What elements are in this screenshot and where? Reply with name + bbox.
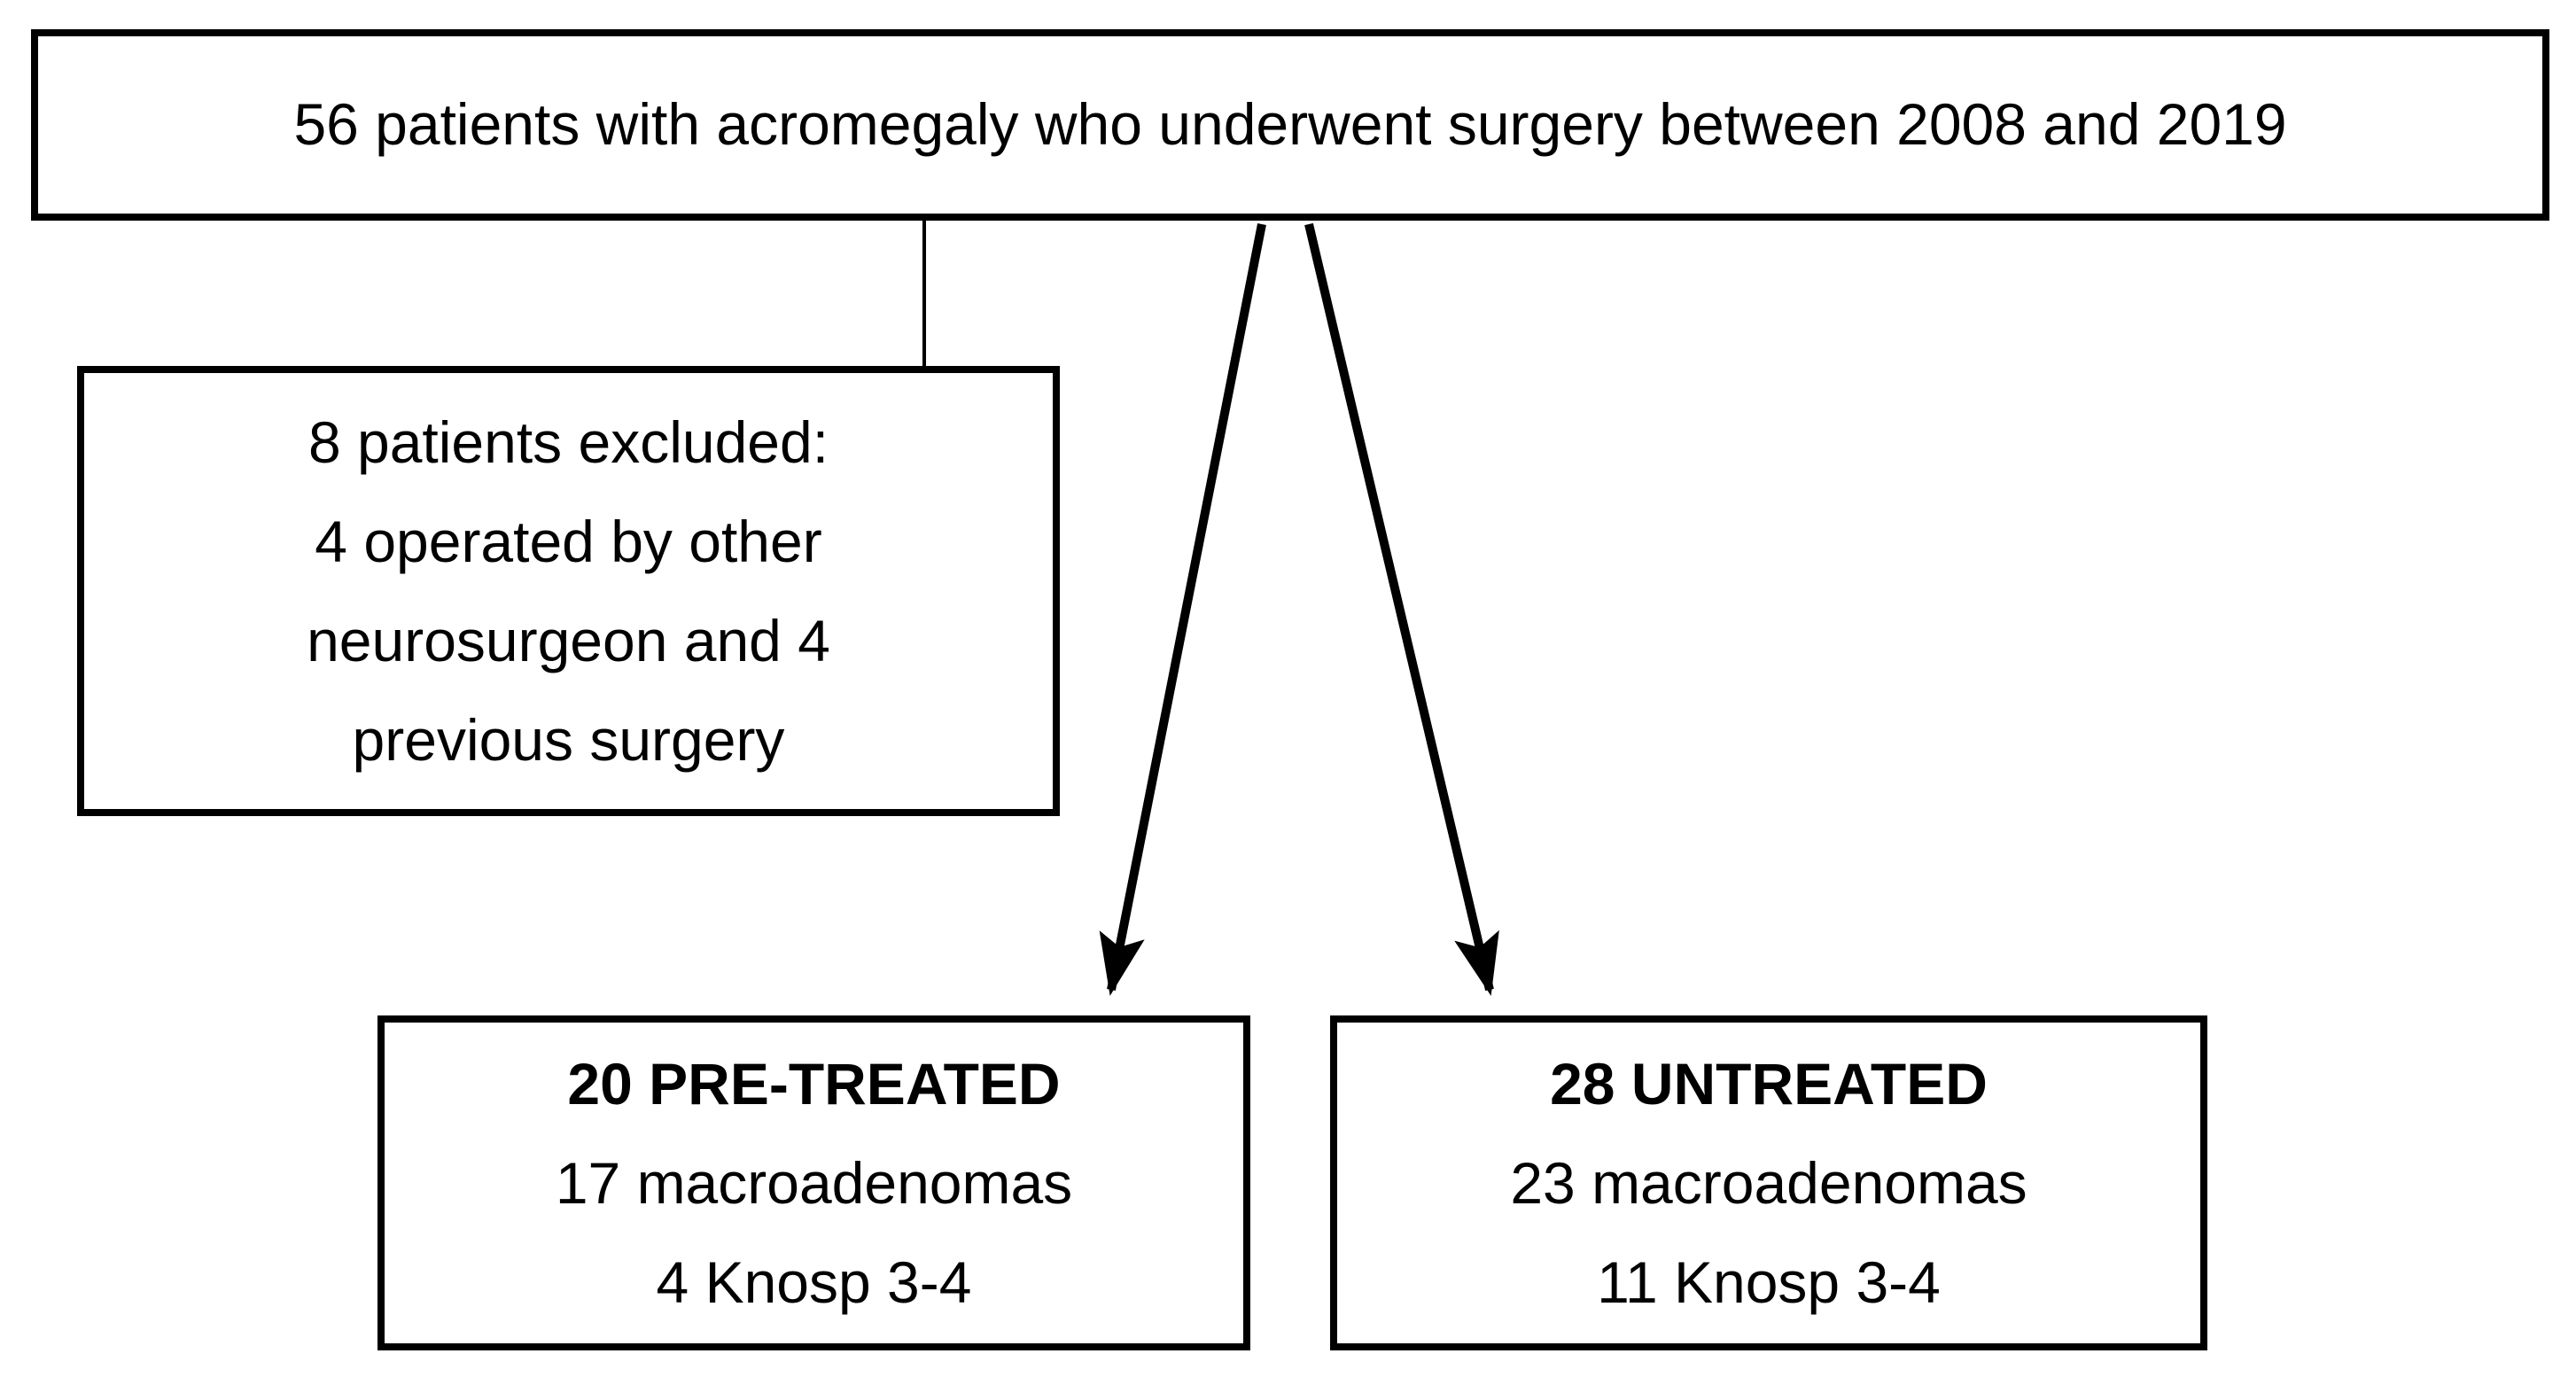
excluded-line-4: previous surgery (352, 707, 785, 773)
excluded-box: 8 patients excluded: 4 operated by other… (77, 366, 1060, 816)
untreated-arrow (1304, 222, 1499, 996)
pretreated-line-2: 4 Knosp 3-4 (656, 1249, 972, 1315)
pretreated-line-1: 17 macroadenomas (555, 1150, 1073, 1216)
title-text: 56 patients with acromegaly who underwen… (293, 91, 2287, 158)
pretreated-heading: 20 PRE-TREATED (567, 1051, 1061, 1116)
excluded-line-3: neurosurgeon and 4 (307, 608, 830, 673)
untreated-box: 28 UNTREATED 23 macroadenomas 11 Knosp 3… (1330, 1015, 2207, 1350)
excluded-line-1: 8 patients excluded: (307, 409, 829, 475)
untreated-line-2: 11 Knosp 3-4 (1597, 1249, 1941, 1315)
untreated-heading: 28 UNTREATED (1550, 1051, 1988, 1116)
excluded-line-2: 4 operated by other (315, 509, 822, 574)
title-box: 56 patients with acromegaly who underwen… (31, 29, 2549, 221)
untreated-line-1: 23 macroadenomas (1510, 1150, 2027, 1216)
pretreated-arrow (1099, 223, 1266, 996)
pretreated-box: 20 PRE-TREATED 17 macroadenomas 4 Knosp … (377, 1015, 1250, 1350)
